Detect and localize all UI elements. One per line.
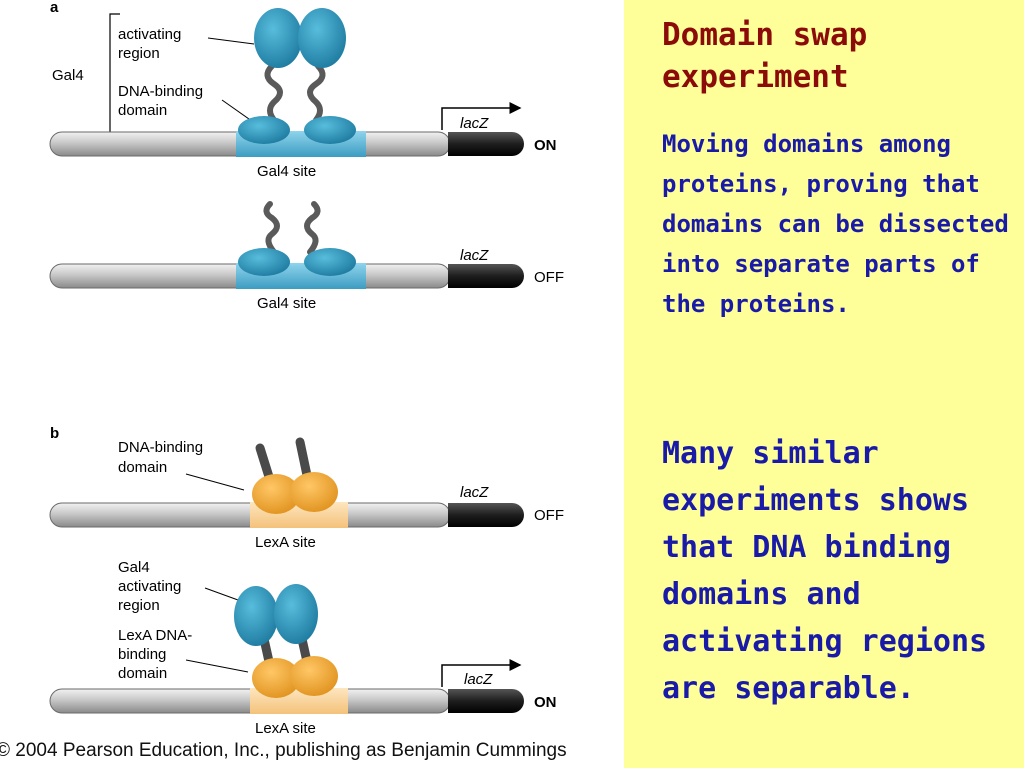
status-off-label: OFF xyxy=(534,269,564,286)
lexa-site-label: LexA site xyxy=(255,720,316,737)
gal4-site-label: Gal4 site xyxy=(257,163,316,180)
lacz-label: lacZ xyxy=(460,115,489,132)
lexa-dbd2-label-2: binding xyxy=(118,646,166,663)
gal4-act-label-2: activating xyxy=(118,578,181,595)
lacz-gene xyxy=(448,264,524,288)
lexa-dbd2-pointer xyxy=(185,659,249,673)
domain-swap-figure: a Gal4 activating region DNA-binding dom… xyxy=(49,0,564,737)
paragraph-moving-domains: Moving domains among proteins, proving t… xyxy=(662,130,1009,318)
lexa-protein xyxy=(252,437,338,514)
lexa-domain-left xyxy=(252,658,300,698)
dna-binding-domain-left xyxy=(238,116,290,144)
activating-region-label-2: region xyxy=(118,45,160,62)
panel-a-label: a xyxy=(50,0,59,16)
gal4-act-label-1: Gal4 xyxy=(118,559,150,576)
lexa-domain-right xyxy=(290,656,338,696)
lacz-label: lacZ xyxy=(464,671,493,688)
panel-b-label: b xyxy=(50,425,59,442)
dna-binding-domain-right xyxy=(304,248,356,276)
slide-title-line-2: experiment xyxy=(662,59,849,95)
dna-strand-4 xyxy=(49,688,524,714)
activating-domain-left xyxy=(254,8,302,68)
dna-binding-label-1: DNA-binding xyxy=(118,83,203,100)
status-on-label: ON xyxy=(534,694,557,711)
gal4-label: Gal4 xyxy=(52,67,84,84)
activating-region-pointer xyxy=(207,37,255,45)
status-off-label: OFF xyxy=(534,507,564,524)
lexa-dbd-label-2: domain xyxy=(118,459,167,476)
lacz-gene xyxy=(448,132,524,156)
lexa-stalk-left xyxy=(255,443,275,485)
text-panel xyxy=(624,0,1024,768)
transcription-arrow xyxy=(441,102,522,130)
hybrid-activating-left xyxy=(234,586,278,646)
lexa-dbd-pointer xyxy=(185,473,245,491)
slide-title: Domain swap experiment xyxy=(662,14,867,98)
lexa-domain-left xyxy=(252,474,300,514)
activating-domain-right xyxy=(298,8,346,68)
copyright-notice: © 2004 Pearson Education, Inc., publishi… xyxy=(0,740,567,761)
status-on-label: ON xyxy=(534,137,557,154)
dna-strand-3 xyxy=(49,502,524,528)
hybrid-protein xyxy=(234,584,338,698)
gal4-act-pointer xyxy=(204,587,239,601)
lacz-label: lacZ xyxy=(460,484,489,501)
gal4-protein-full xyxy=(238,8,356,144)
dna-binding-domain-right xyxy=(304,116,356,144)
lexa-dbd-label-1: DNA-binding xyxy=(118,439,203,456)
lexa-dbd2-label-3: domain xyxy=(118,665,167,682)
lacz-gene xyxy=(448,689,524,713)
dna-binding-label-2: domain xyxy=(118,102,167,119)
figure-svg: a Gal4 activating region DNA-binding dom… xyxy=(49,0,564,737)
gal4-act-label-3: region xyxy=(118,597,160,614)
gal4-site-label: Gal4 site xyxy=(257,295,316,312)
lacz-label: lacZ xyxy=(460,247,489,264)
transcription-arrow xyxy=(441,659,522,687)
hybrid-activating-right xyxy=(274,584,318,644)
lexa-domain-right xyxy=(290,472,338,512)
lexa-site-label: LexA site xyxy=(255,534,316,551)
activating-region-label-1: activating xyxy=(118,26,181,43)
lexa-dbd2-label-1: LexA DNA- xyxy=(118,627,192,644)
paragraph-similar-experiments: Many similar experiments shows that DNA … xyxy=(662,436,988,706)
gal4-dna-binding-only xyxy=(238,201,356,276)
slide-title-line-1: Domain swap xyxy=(662,17,868,53)
lacz-gene xyxy=(448,503,524,527)
dna-binding-domain-left xyxy=(238,248,290,276)
